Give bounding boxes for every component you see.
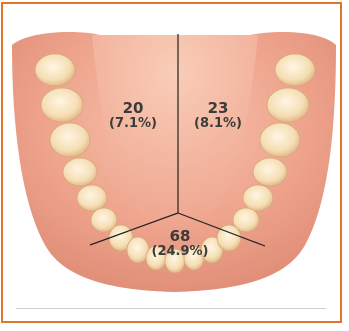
right-posterior-label: 23 (8.1%) (188, 101, 248, 130)
bottom-divider (16, 308, 326, 309)
left-posterior-count: 20 (103, 101, 163, 117)
anterior-label: 68 (24.9%) (140, 229, 220, 258)
anterior-percent: (24.9%) (140, 245, 220, 259)
left-posterior-percent: (7.1%) (103, 117, 163, 131)
right-posterior-percent: (8.1%) (188, 117, 248, 131)
left-posterior-label: 20 (7.1%) (103, 101, 163, 130)
anterior-count: 68 (140, 229, 220, 245)
right-posterior-count: 23 (188, 101, 248, 117)
